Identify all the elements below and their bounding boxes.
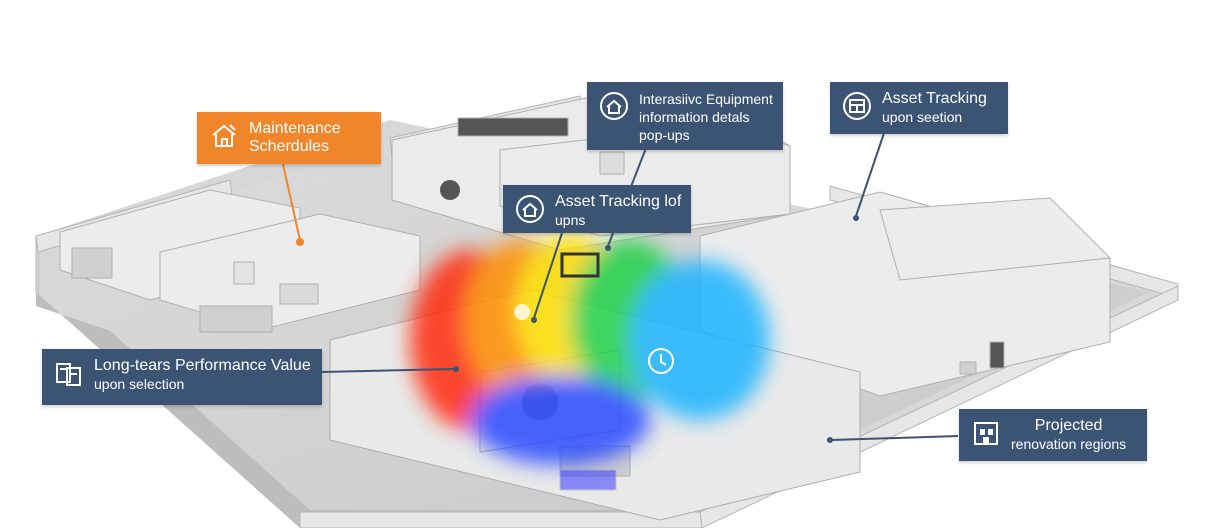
location-markers <box>648 348 674 374</box>
house-info-icon <box>516 195 544 223</box>
performance-title: Long-tears Performance Value <box>94 357 311 374</box>
asset-mid-title: Asset Tracking lof <box>555 193 682 210</box>
maintenance-schedules-callout[interactable]: Maintenance Scherdules <box>197 112 381 164</box>
documents-icon <box>56 363 81 386</box>
house-wrench-icon <box>212 124 236 147</box>
asset-top-title: Asset Tracking <box>882 90 987 107</box>
renovation-title: Projected <box>1034 417 1103 434</box>
maintenance-title: Maintenance <box>249 120 341 137</box>
building-plan-icon <box>974 422 998 445</box>
rooms-right <box>699 191 1112 397</box>
asset-tracking-callout-mid[interactable]: Asset Tracking lof upns <box>503 185 691 233</box>
equipment-line2: information detals <box>639 109 750 125</box>
equipment-line1: Interasiivc Equipment <box>639 91 773 107</box>
renovation-regions-callout[interactable]: Projected renovation regions <box>959 409 1147 461</box>
asset-tracking-callout-top[interactable]: Asset Tracking upon seetion <box>830 82 1008 134</box>
performance-value-callout[interactable]: Long-tears Performance Value upon select… <box>42 349 322 405</box>
cabinet-icon <box>843 92 871 120</box>
clock-hand-icon <box>660 354 667 366</box>
renovation-subtitle: renovation regions <box>1011 436 1127 452</box>
equipment-line3: pop-ups <box>639 127 690 143</box>
house-info-icon <box>600 92 628 120</box>
vent-markers <box>440 180 600 320</box>
clock-marker-icon[interactable] <box>648 348 674 374</box>
asset-top-subtitle: upon seetion <box>882 109 963 125</box>
performance-subtitle: upon selection <box>94 376 185 392</box>
maintenance-subtitle: Scherdules <box>249 138 330 155</box>
equipment-info-callout[interactable]: Interasiivc Equipment information detals… <box>587 82 783 150</box>
rooms-left <box>59 189 421 333</box>
asset-mid-subtitle: upns <box>555 212 586 228</box>
